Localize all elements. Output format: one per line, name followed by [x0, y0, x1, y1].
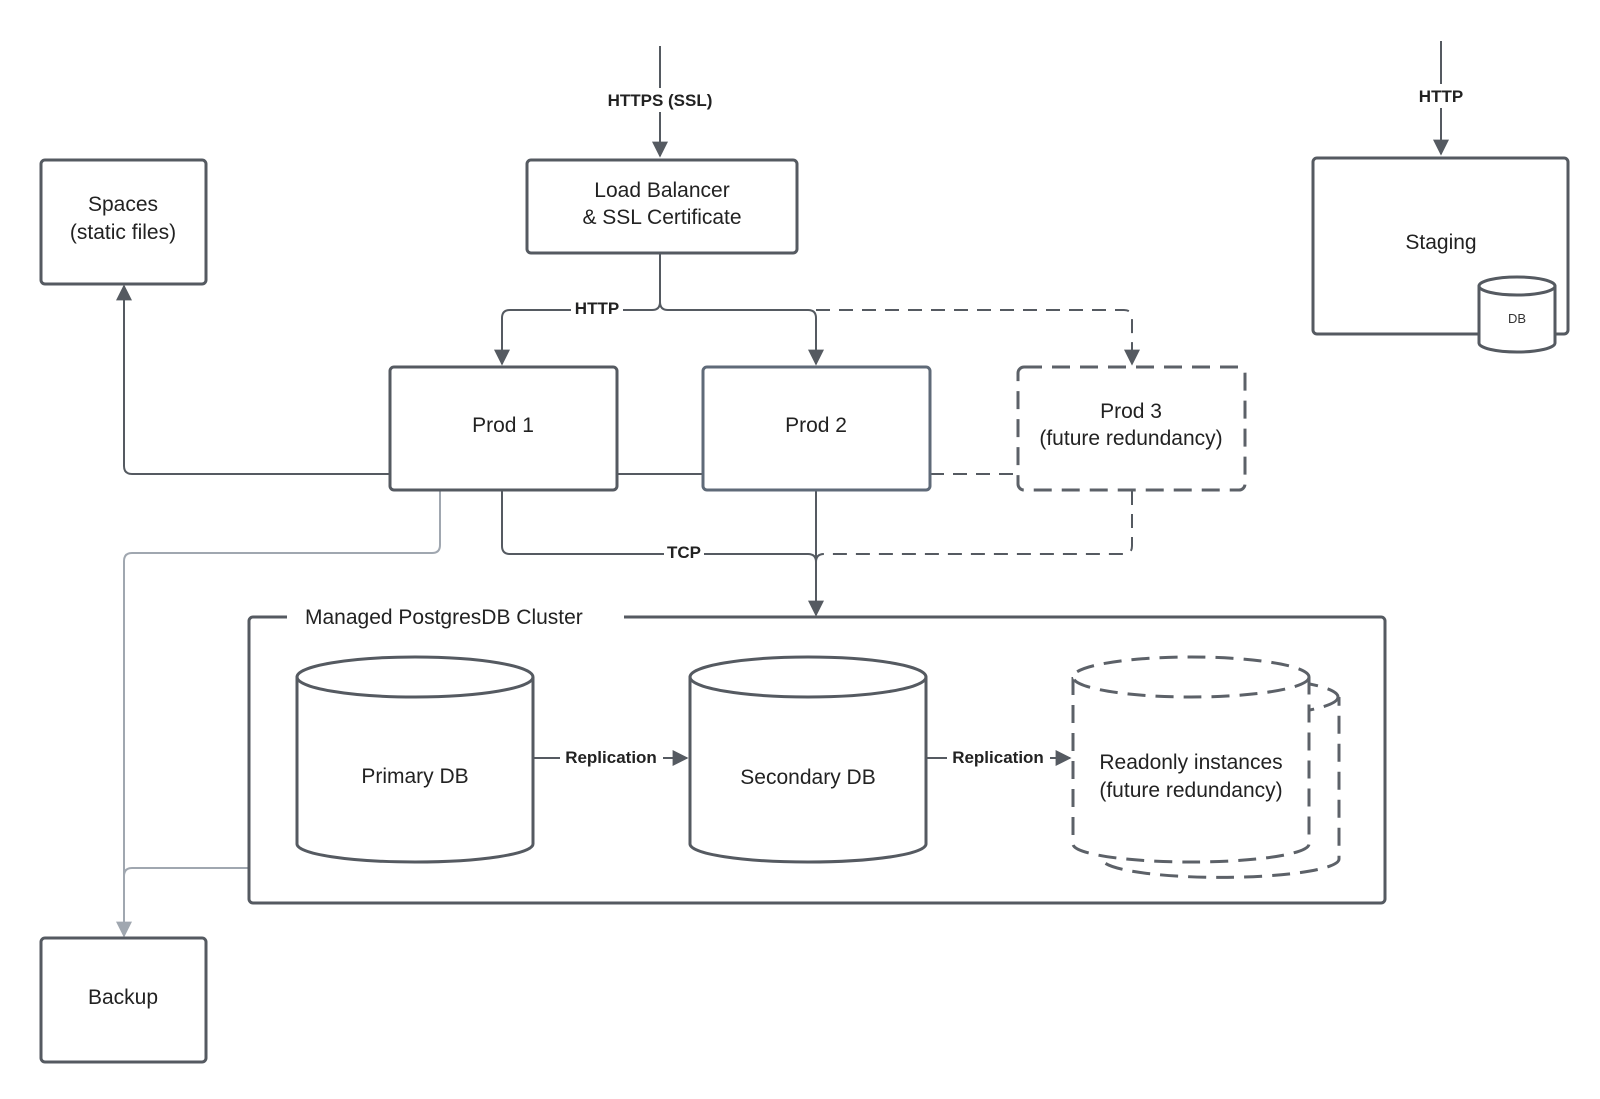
staging-node[interactable]: Staging DB — [1311, 156, 1570, 354]
edge-lb-to-prod3 — [816, 309, 1140, 366]
readonly-instances-node[interactable]: Readonly instances (future redundancy) — [1071, 655, 1341, 879]
spaces-label: Spaces — [88, 193, 158, 216]
postgres-cluster[interactable]: Managed PostgresDB Cluster Primary DB Se… — [247, 604, 1387, 905]
prod3-node[interactable]: Prod 3 (future redundancy) — [1016, 365, 1247, 492]
prod1-label: Prod 1 — [472, 414, 534, 437]
load-balancer-node[interactable]: Load Balancer & SSL Certificate — [525, 158, 799, 255]
backup-label: Backup — [88, 986, 158, 1009]
edge-prod3-to-cluster — [815, 491, 1133, 563]
spaces-sublabel: (static files) — [70, 221, 176, 244]
edge-label-replication-2: Replication — [947, 746, 1050, 768]
http-lb-label: HTTP — [575, 299, 619, 318]
edge-prod1-to-cluster — [501, 491, 817, 563]
prod3-sublabel: (future redundancy) — [1039, 427, 1222, 450]
load-balancer-sublabel: & SSL Certificate — [582, 206, 741, 229]
prod2-node[interactable]: Prod 2 — [701, 365, 932, 492]
edge-label-tcp: TCP — [664, 541, 704, 563]
readonly-sublabel: (future redundancy) — [1099, 779, 1282, 802]
edge-label-http-staging: HTTP — [1413, 84, 1469, 108]
edge-prod1-to-spaces — [116, 284, 390, 475]
primary-db-node[interactable]: Primary DB — [295, 655, 535, 864]
http-staging-label: HTTP — [1419, 87, 1463, 106]
readonly-label: Readonly instances — [1099, 751, 1282, 774]
prod2-label: Prod 2 — [785, 414, 847, 437]
staging-label: Staging — [1405, 231, 1476, 254]
staging-db-label: DB — [1508, 311, 1526, 326]
replication-1-label: Replication — [565, 748, 657, 767]
staging-db-icon: DB — [1477, 275, 1557, 354]
edge-lb-to-prod2 — [659, 301, 824, 366]
prod1-node[interactable]: Prod 1 — [388, 365, 619, 492]
cluster-title: Managed PostgresDB Cluster — [305, 606, 583, 629]
primary-db-label: Primary DB — [361, 765, 468, 788]
replication-2-label: Replication — [952, 748, 1044, 767]
https-ssl-label: HTTPS (SSL) — [608, 91, 713, 110]
secondary-db-label: Secondary DB — [740, 766, 875, 789]
edge-label-https: HTTPS (SSL) — [600, 88, 720, 112]
edge-label-http-lb: HTTP — [571, 297, 623, 319]
edge-cluster-to-backup — [123, 867, 249, 877]
load-balancer-label: Load Balancer — [594, 179, 729, 202]
spaces-node[interactable]: Spaces (static files) — [39, 158, 208, 286]
tcp-label: TCP — [667, 543, 701, 562]
secondary-db-node[interactable]: Secondary DB — [688, 655, 928, 864]
prod3-label: Prod 3 — [1100, 400, 1162, 423]
backup-node[interactable]: Backup — [39, 936, 208, 1064]
edge-label-replication-1: Replication — [560, 746, 663, 768]
edge-prod1-to-backup — [116, 491, 441, 938]
